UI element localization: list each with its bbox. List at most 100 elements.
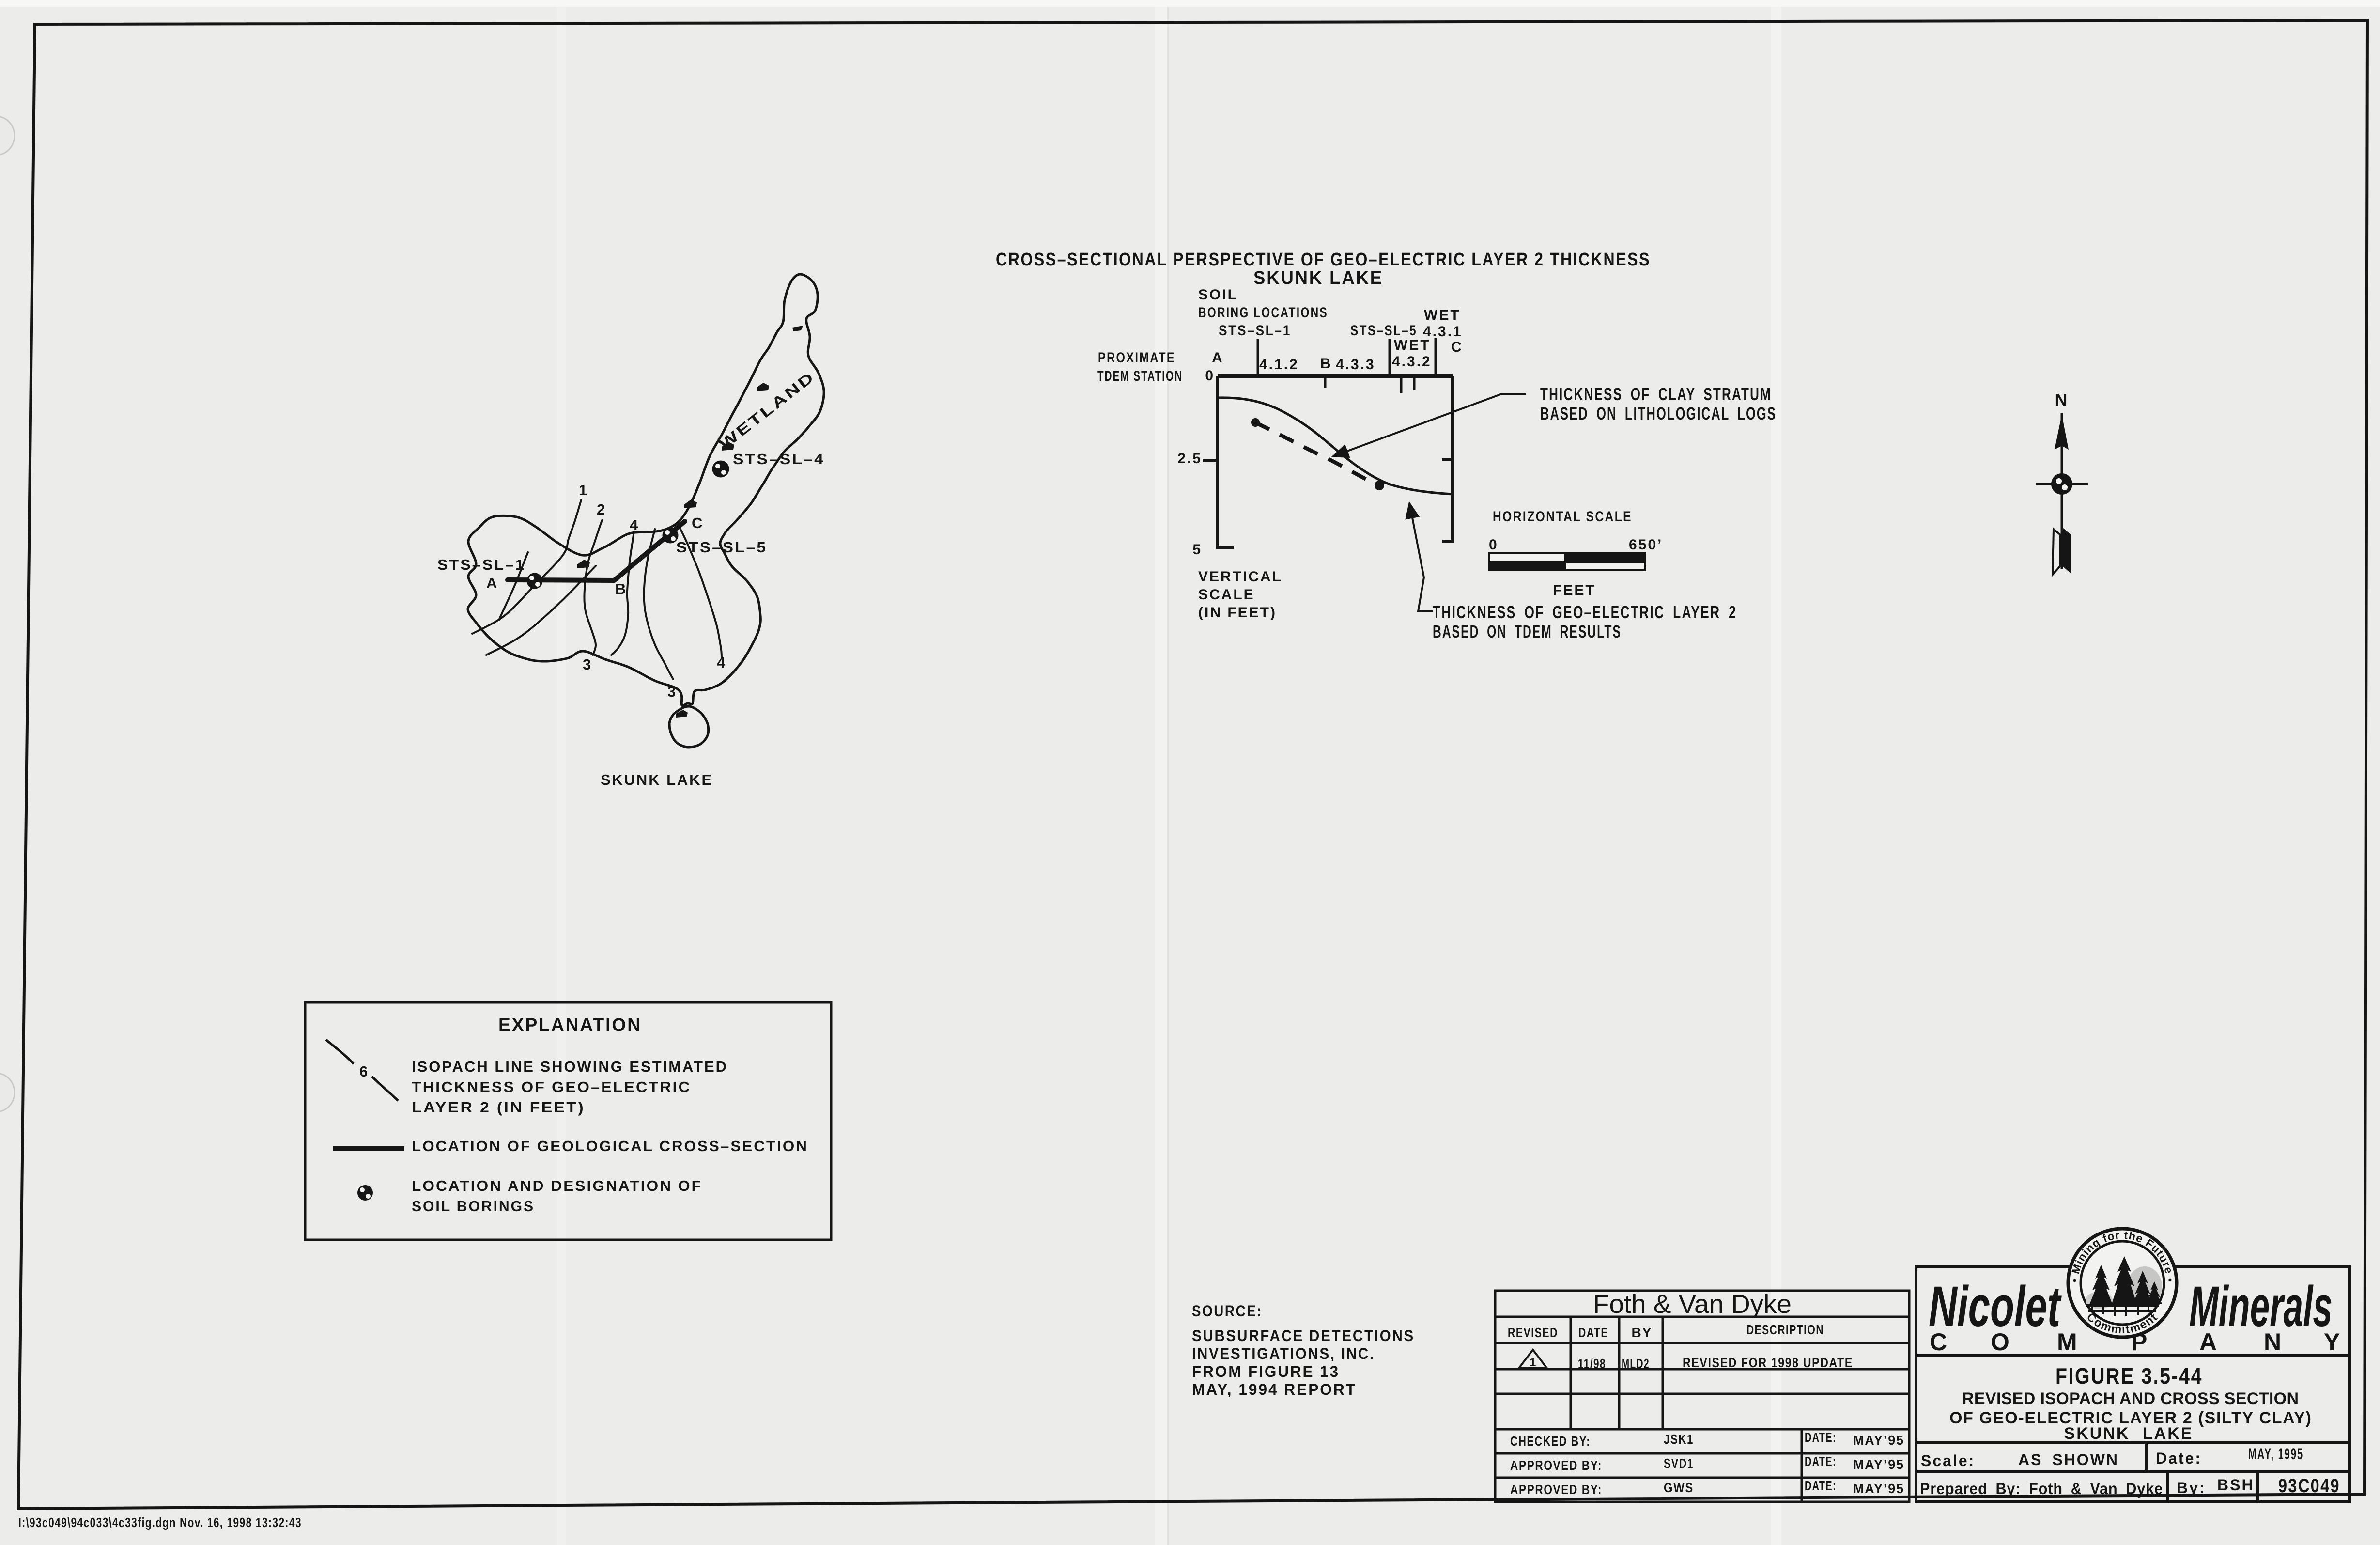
svg-text:C: C: [1930, 1328, 1947, 1356]
svg-text:C: C: [1451, 339, 1463, 355]
svg-text:O: O: [1991, 1328, 2009, 1356]
svg-text:SOIL: SOIL: [1198, 287, 1238, 303]
svg-text:MAY, 1994 REPORT: MAY, 1994 REPORT: [1192, 1381, 1357, 1398]
svg-text:1: 1: [1530, 1356, 1537, 1369]
svg-text:FROM FIGURE 13: FROM FIGURE 13: [1192, 1363, 1340, 1380]
svg-text:BORING LOCATIONS: BORING LOCATIONS: [1198, 305, 1328, 321]
svg-text:Scale:: Scale:: [1921, 1452, 1975, 1469]
svg-text:MAY’95: MAY’95: [1853, 1433, 1904, 1448]
svg-text:WET: WET: [1424, 307, 1461, 323]
svg-text:HORIZONTAL SCALE: HORIZONTAL SCALE: [1493, 509, 1632, 525]
svg-text:LAYER 2 (IN FEET): LAYER 2 (IN FEET): [412, 1099, 585, 1116]
svg-text:MAY’95: MAY’95: [1853, 1457, 1904, 1472]
svg-text:A: A: [486, 575, 498, 592]
svg-text:BASED ON LITHOLOGICAL LOGS: BASED ON LITHOLOGICAL LOGS: [1540, 404, 1777, 423]
svg-text:STS–SL–5: STS–SL–5: [676, 539, 767, 556]
svg-text:DESCRIPTION: DESCRIPTION: [1746, 1322, 1824, 1337]
svg-text:MAY’95: MAY’95: [1853, 1481, 1904, 1496]
svg-text:SOIL BORINGS: SOIL BORINGS: [412, 1198, 535, 1215]
svg-text:N: N: [2055, 390, 2069, 410]
svg-text:4: 4: [630, 516, 639, 533]
svg-text:DATE: DATE: [1578, 1325, 1608, 1340]
svg-text:REVISED: REVISED: [1508, 1325, 1558, 1340]
svg-text:WET: WET: [1394, 337, 1431, 353]
svg-text:5: 5: [1192, 542, 1202, 558]
svg-text:Date:: Date:: [2156, 1450, 2202, 1467]
svg-text:STS–SL–4: STS–SL–4: [733, 451, 825, 468]
svg-text:EXPLANATION: EXPLANATION: [498, 1015, 642, 1035]
svg-text:C: C: [692, 515, 704, 531]
svg-text:ISOPACH LINE SHOWING ESTIMATED: ISOPACH LINE SHOWING ESTIMATED: [412, 1058, 728, 1075]
svg-text:REVISED ISOPACH AND CROSS SECT: REVISED ISOPACH AND CROSS SECTION: [1962, 1389, 2300, 1408]
svg-text:THICKNESS OF GEO–ELECTRIC LAYE: THICKNESS OF GEO–ELECTRIC LAYER 2: [1433, 602, 1737, 622]
svg-text:REVISED FOR 1998 UPDATE: REVISED FOR 1998 UPDATE: [1683, 1355, 1853, 1370]
svg-text:FIGURE 3.5-44: FIGURE 3.5-44: [2055, 1363, 2203, 1389]
svg-text:0: 0: [1205, 368, 1215, 384]
svg-text:B: B: [1320, 356, 1332, 372]
svg-text:STS–SL–5: STS–SL–5: [1350, 323, 1417, 339]
svg-text:OF GEO-ELECTRIC LAYER 2 (SILTY: OF GEO-ELECTRIC LAYER 2 (SILTY CLAY): [1949, 1409, 2313, 1427]
svg-text:SOURCE:: SOURCE:: [1192, 1302, 1263, 1320]
svg-text:GWS: GWS: [1664, 1480, 1694, 1495]
svg-text:TDEM STATION: TDEM STATION: [1097, 368, 1183, 384]
svg-text:APPROVED BY:: APPROVED BY:: [1510, 1458, 1602, 1473]
svg-text:VERTICAL: VERTICAL: [1198, 569, 1283, 585]
svg-text:DATE:: DATE:: [1805, 1454, 1837, 1469]
svg-text:APPROVED BY:: APPROVED BY:: [1510, 1482, 1602, 1497]
svg-text:N: N: [2264, 1328, 2281, 1356]
svg-text:A: A: [1212, 350, 1224, 366]
svg-text:0: 0: [1489, 537, 1499, 553]
svg-text:SCALE: SCALE: [1198, 587, 1255, 603]
svg-text:CHECKED BY:: CHECKED BY:: [1510, 1434, 1591, 1449]
svg-text:STS–SL–1: STS–SL–1: [1219, 323, 1291, 339]
svg-text:4.1.2: 4.1.2: [1259, 357, 1299, 373]
svg-text:4: 4: [717, 654, 726, 671]
svg-text:Y: Y: [2324, 1328, 2340, 1356]
svg-text:THICKNESS OF GEO–ELECTRIC: THICKNESS OF GEO–ELECTRIC: [412, 1078, 691, 1095]
svg-text:CROSS–SECTIONAL PERSPECTIVE OF: CROSS–SECTIONAL PERSPECTIVE OF GEO–ELECT…: [996, 250, 1651, 270]
svg-text:B: B: [615, 580, 627, 597]
svg-text:LOCATION OF GEOLOGICAL CROSS–S: LOCATION OF GEOLOGICAL CROSS–SECTION: [412, 1138, 808, 1155]
svg-text:Prepared By: Foth & Van Dyke: Prepared By: Foth & Van Dyke: [1920, 1480, 2163, 1498]
svg-text:SKUNK LAKE: SKUNK LAKE: [2064, 1424, 2194, 1443]
svg-text:SKUNK LAKE: SKUNK LAKE: [601, 771, 713, 788]
svg-text:1: 1: [579, 482, 588, 499]
svg-text:SUBSURFACE DETECTIONS: SUBSURFACE DETECTIONS: [1192, 1327, 1415, 1344]
svg-text:INVESTIGATIONS, INC.: INVESTIGATIONS, INC.: [1192, 1345, 1375, 1362]
svg-text:PROXIMATE: PROXIMATE: [1098, 350, 1175, 366]
svg-text:Minerals: Minerals: [2189, 1275, 2333, 1339]
svg-text:(IN FEET): (IN FEET): [1198, 605, 1277, 621]
svg-text:2.5: 2.5: [1177, 451, 1202, 467]
svg-text:Nicolet: Nicolet: [1929, 1275, 2062, 1339]
svg-text:BASED ON TDEM RESULTS: BASED ON TDEM RESULTS: [1433, 622, 1622, 641]
svg-text:2: 2: [597, 501, 606, 518]
svg-text:4.3.3: 4.3.3: [1336, 357, 1375, 373]
svg-text:3: 3: [583, 656, 592, 673]
svg-text:M: M: [2057, 1328, 2077, 1356]
svg-text:DATE:: DATE:: [1805, 1478, 1837, 1493]
svg-text:STS–SL–1: STS–SL–1: [437, 556, 525, 573]
svg-text:FEET: FEET: [1553, 582, 1596, 598]
svg-text:MLD2: MLD2: [1622, 1356, 1650, 1371]
svg-text:I:\93c049\94c033\4c33fig.dgn: I:\93c049\94c033\4c33fig.dgn Nov. 16, 19…: [18, 1515, 302, 1530]
svg-text:3: 3: [667, 683, 677, 700]
svg-text:AS SHOWN: AS SHOWN: [2018, 1451, 2119, 1468]
svg-text:MAY, 1995: MAY, 1995: [2248, 1445, 2303, 1463]
svg-text:THICKNESS OF CLAY STRATUM: THICKNESS OF CLAY STRATUM: [1540, 384, 1772, 404]
svg-text:650’: 650’: [1629, 537, 1663, 553]
svg-text:SVD1: SVD1: [1664, 1456, 1694, 1471]
svg-text:Foth & Van Dyke: Foth & Van Dyke: [1593, 1290, 1792, 1319]
svg-text:11/98: 11/98: [1578, 1356, 1606, 1371]
svg-text:BSH: BSH: [2217, 1476, 2255, 1494]
svg-text:A: A: [2199, 1328, 2217, 1356]
svg-text:JSK1: JSK1: [1664, 1432, 1694, 1447]
svg-text:LOCATION AND DESIGNATION OF: LOCATION AND DESIGNATION OF: [412, 1177, 702, 1194]
svg-text:BY: BY: [1632, 1325, 1653, 1340]
svg-text:93C049: 93C049: [2278, 1475, 2340, 1497]
svg-text:DATE:: DATE:: [1805, 1430, 1837, 1445]
svg-text:6: 6: [359, 1063, 369, 1080]
svg-text:4.3.1: 4.3.1: [1423, 324, 1463, 340]
svg-text:SKUNK LAKE: SKUNK LAKE: [1253, 268, 1383, 288]
svg-text:By:: By:: [2177, 1479, 2206, 1497]
svg-text:4.3.2: 4.3.2: [1392, 354, 1432, 370]
